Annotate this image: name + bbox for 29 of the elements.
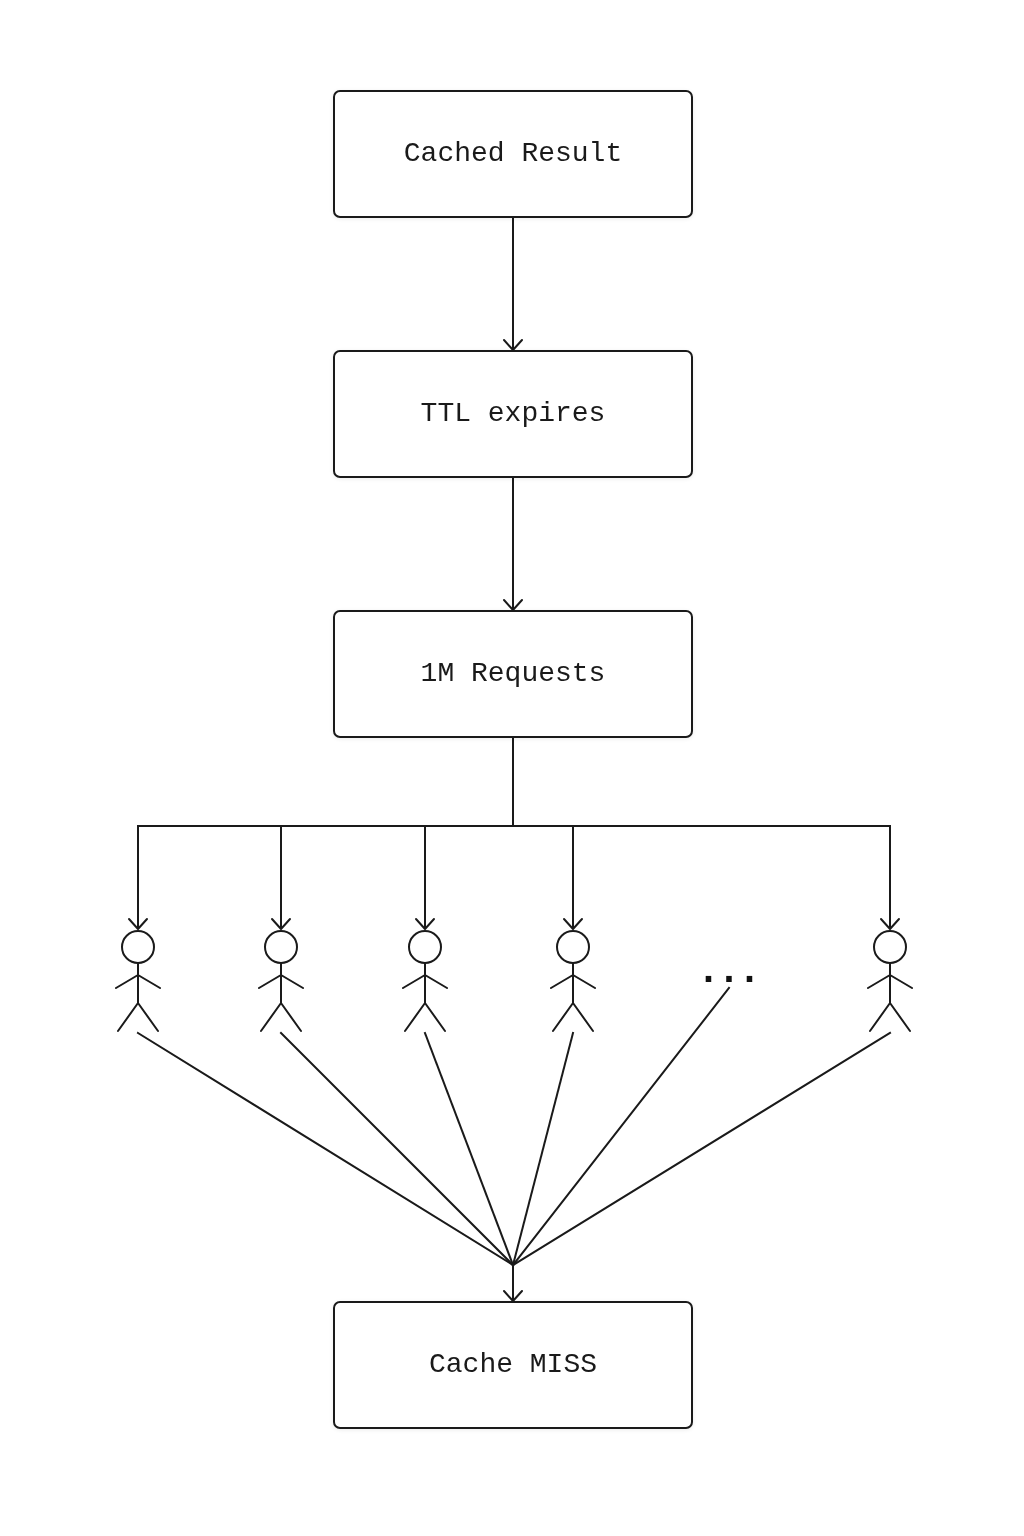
connector-line xyxy=(512,1032,574,1266)
connector-line xyxy=(512,987,730,1266)
process-box xyxy=(333,1301,693,1429)
arrow xyxy=(128,825,148,930)
arrow xyxy=(271,825,291,930)
person-icon xyxy=(865,929,915,1033)
process-box xyxy=(333,350,693,478)
arrow xyxy=(503,477,523,611)
person-icon xyxy=(400,929,450,1033)
arrow xyxy=(503,217,523,351)
arrow xyxy=(503,1264,523,1302)
person-icon xyxy=(256,929,306,1033)
process-box xyxy=(333,610,693,738)
node-label: TTL expires xyxy=(420,397,606,431)
ellipsis-text: ... xyxy=(698,952,760,988)
node-label: 1M Requests xyxy=(420,657,606,691)
arrow xyxy=(415,825,435,930)
node-label: Cached Result xyxy=(403,137,623,171)
connector-line xyxy=(280,1032,514,1266)
connector-line xyxy=(512,1032,891,1266)
connector-line xyxy=(424,1032,514,1266)
arrow xyxy=(563,825,583,930)
connector-line xyxy=(137,1032,514,1266)
node-label: Cache MISS xyxy=(429,1348,597,1382)
connector-line xyxy=(137,737,891,827)
person-icon xyxy=(548,929,598,1033)
process-box xyxy=(333,90,693,218)
person-icon xyxy=(113,929,163,1033)
arrow xyxy=(880,825,900,930)
